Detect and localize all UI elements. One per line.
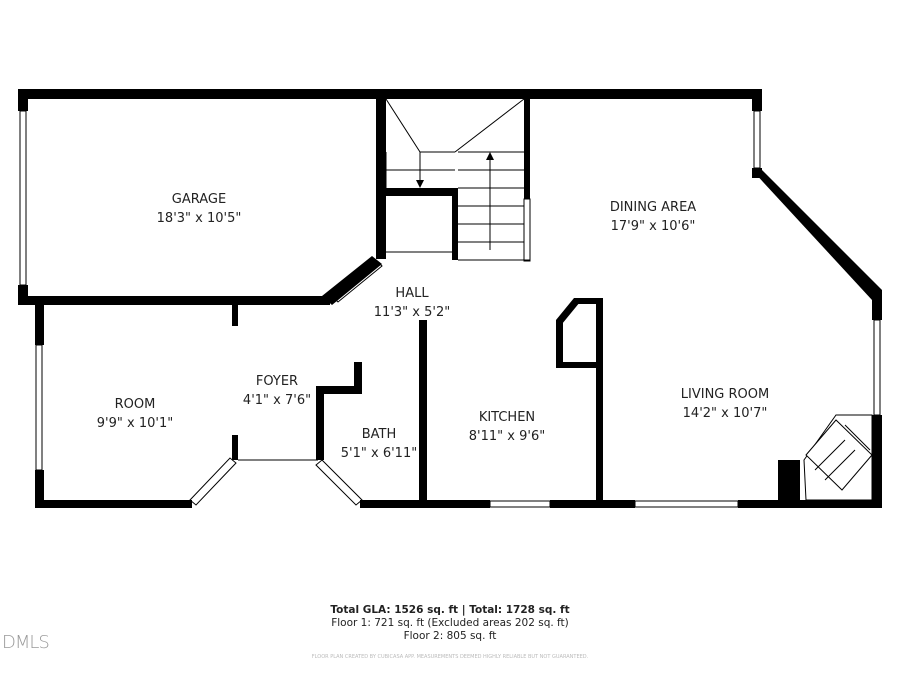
room-foyer: FOYER 4'1" x 7'6" bbox=[243, 372, 311, 410]
room-dining-area: DINING AREA 17'9" x 10'6" bbox=[610, 198, 696, 236]
room-size: 18'3" x 10'5" bbox=[156, 211, 242, 226]
room-kitchen: KITCHEN 8'11" x 9'6" bbox=[469, 408, 545, 446]
room-size: 4'1" x 7'6" bbox=[242, 393, 312, 408]
room-name: FOYER bbox=[255, 374, 299, 389]
room-name: LIVING ROOM bbox=[680, 387, 770, 402]
room-room: ROOM 9'9" x 10'1" bbox=[97, 395, 173, 433]
room-size: 11'3" x 5'2" bbox=[373, 305, 451, 320]
stairs bbox=[385, 98, 531, 262]
room-size: 8'11" x 9'6" bbox=[468, 429, 546, 444]
room-name: BATH bbox=[361, 427, 397, 442]
fireplace-icon bbox=[803, 414, 873, 501]
room-living-room: LIVING ROOM 14'2" x 10'7" bbox=[681, 385, 769, 423]
windows bbox=[19, 110, 881, 508]
disclaimer: FLOOR PLAN CREATED BY CUBICASA APP. MEAS… bbox=[311, 654, 589, 660]
room-name: DINING AREA bbox=[609, 200, 697, 215]
room-size: 9'9" x 10'1" bbox=[96, 416, 174, 431]
room-size: 5'1" x 6'11" bbox=[340, 446, 418, 461]
room-hall: HALL 11'3" x 5'2" bbox=[374, 284, 450, 322]
room-name: GARAGE bbox=[171, 192, 227, 207]
room-name: ROOM bbox=[114, 397, 156, 412]
walls bbox=[18, 89, 882, 508]
floor-2-area: Floor 2: 805 sq. ft bbox=[403, 630, 497, 642]
room-name: HALL bbox=[395, 286, 429, 301]
room-size: 14'2" x 10'7" bbox=[682, 406, 768, 421]
room-garage: GARAGE 18'3" x 10'5" bbox=[157, 190, 242, 228]
total-area: Total GLA: 1526 sq. ft | Total: 1728 sq.… bbox=[330, 604, 570, 616]
area-summary: Total GLA: 1526 sq. ft | Total: 1728 sq.… bbox=[330, 604, 569, 643]
room-bath: BATH 5'1" x 6'11" bbox=[341, 425, 417, 463]
floor-1-area: Floor 1: 721 sq. ft (Excluded areas 202 … bbox=[331, 617, 569, 629]
room-size: 17'9" x 10'6" bbox=[610, 219, 696, 234]
dmls-logo: DMLS bbox=[2, 632, 50, 653]
room-name: KITCHEN bbox=[478, 410, 536, 425]
